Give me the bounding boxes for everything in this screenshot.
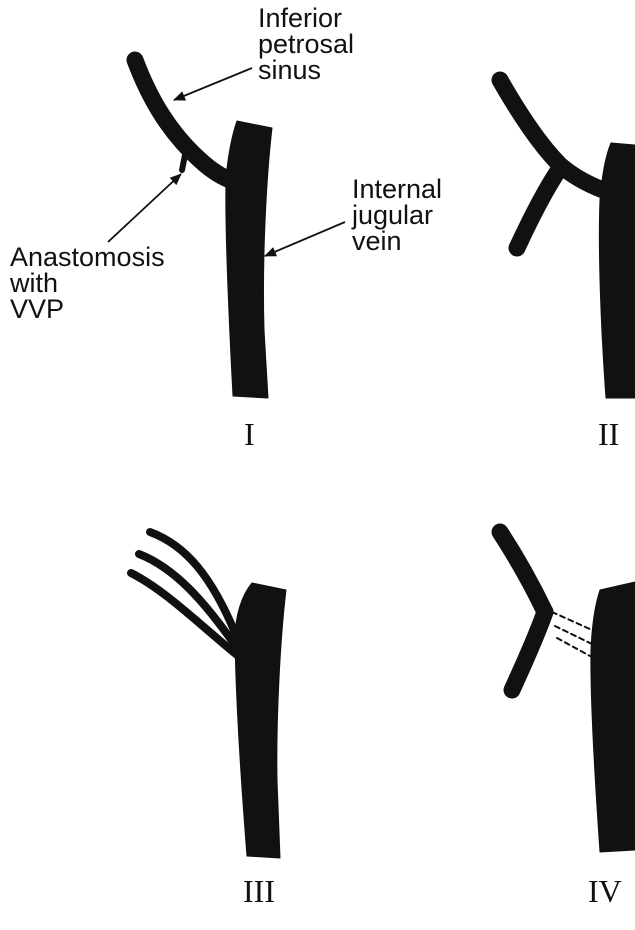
panel-label-iv: IV bbox=[588, 875, 622, 907]
label-internal-jugular-vein: Internal jugular vein bbox=[352, 176, 442, 254]
label-ijv-line-2: jugular bbox=[352, 202, 442, 228]
internal-jugular-vein-2 bbox=[599, 143, 635, 398]
label-ips-line-3: sinus bbox=[258, 57, 354, 83]
panel-label-iii: III bbox=[243, 875, 275, 907]
vertebral-venous-branch-4 bbox=[512, 612, 545, 690]
label-anastomosis: Anastomosis with VVP bbox=[10, 244, 165, 322]
label-ijv-line-1: Internal bbox=[352, 176, 442, 202]
internal-jugular-vein-1 bbox=[226, 121, 272, 398]
vertebral-venous-branch-2 bbox=[517, 168, 560, 248]
label-inferior-petrosal-sinus: Inferior petrosal sinus bbox=[258, 5, 354, 83]
panel-4-drawing bbox=[500, 532, 635, 852]
petrosal-channel-3a bbox=[150, 532, 238, 640]
label-ijv-line-3: vein bbox=[352, 228, 442, 254]
anastomosis-stub-1 bbox=[182, 155, 185, 170]
arrow-to-sinus bbox=[174, 68, 252, 100]
inferior-petrosal-sinus-4 bbox=[500, 532, 545, 612]
panel-label-i: I bbox=[244, 418, 255, 450]
panel-2-drawing bbox=[500, 80, 635, 398]
dashed-connection-4b bbox=[555, 626, 592, 644]
label-anast-line-2: with bbox=[10, 270, 165, 296]
arrow-to-ijv bbox=[265, 222, 345, 256]
panel-3-drawing bbox=[131, 532, 286, 858]
label-anast-line-3: VVP bbox=[10, 296, 165, 322]
label-ips-line-2: petrosal bbox=[258, 31, 354, 57]
label-anast-line-1: Anastomosis bbox=[10, 244, 165, 270]
label-ips-line-1: Inferior bbox=[258, 5, 354, 31]
internal-jugular-vein-3 bbox=[235, 583, 286, 858]
dashed-connection-4c bbox=[557, 638, 590, 656]
panel-1-drawing bbox=[108, 60, 345, 398]
internal-jugular-vein-4 bbox=[591, 582, 635, 852]
arrow-to-anastomosis bbox=[108, 174, 181, 242]
panel-label-ii: II bbox=[598, 418, 619, 450]
